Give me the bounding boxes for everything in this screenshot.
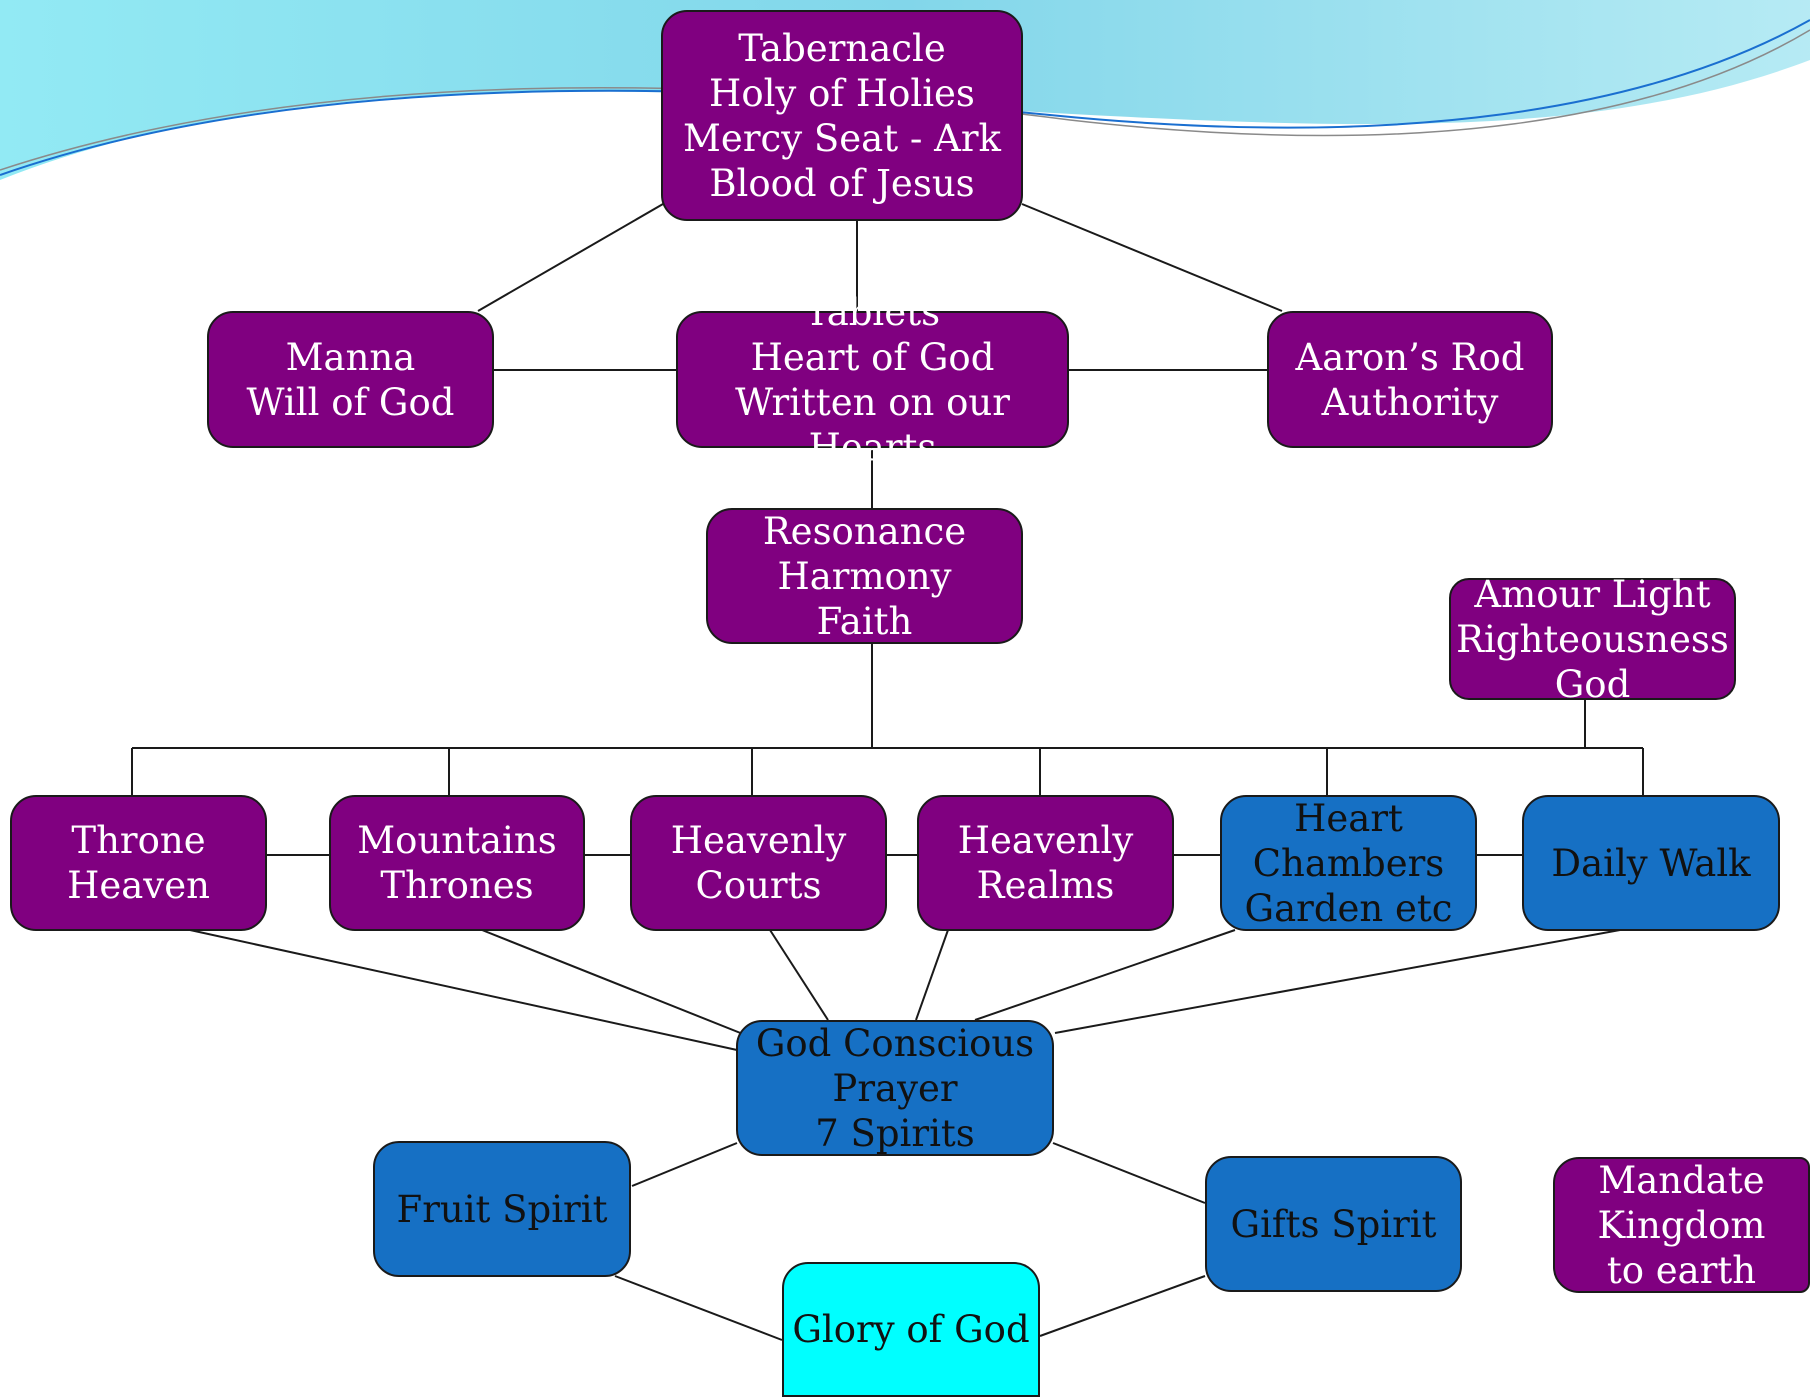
node-label: Heavenly Courts <box>670 819 847 907</box>
node-heavenly-realms: Heavenly Realms <box>917 795 1174 931</box>
node-gifts-spirit: Gifts Spirit <box>1205 1156 1462 1292</box>
connector <box>1021 203 1283 312</box>
node-throne-heaven: Throne Heaven <box>10 795 267 931</box>
node-glory-of-god: Glory of God <box>782 1262 1040 1397</box>
node-label: Throne Heaven <box>67 819 210 907</box>
node-daily-walk: Daily Walk <box>1522 795 1780 931</box>
connector <box>481 929 759 1041</box>
connector <box>631 1142 738 1187</box>
connector <box>614 1275 783 1341</box>
connector <box>477 203 664 312</box>
node-label: Glory of God <box>792 1308 1030 1351</box>
node-aarons-rod: Aaron’s Rod Authority <box>1267 311 1553 448</box>
node-resonance: Resonance Harmony Faith <box>706 508 1023 644</box>
node-label: Gifts Spirit <box>1230 1202 1437 1246</box>
node-tablets: Tablets Heart of God Written on our Hear… <box>676 291 1069 469</box>
connector <box>1039 1275 1206 1337</box>
node-heavenly-courts: Heavenly Courts <box>630 795 887 931</box>
node-label: God Conscious Prayer 7 Spirits <box>755 1021 1035 1155</box>
node-label: Resonance Harmony Faith <box>762 509 967 643</box>
node-label: Heart Chambers Garden etc <box>1244 796 1453 930</box>
node-label: Mountains Thrones <box>357 819 557 907</box>
node-manna: Manna Will of God <box>207 311 494 448</box>
node-fruit-spirit: Fruit Spirit <box>373 1141 631 1277</box>
connector <box>915 929 949 1021</box>
node-heart-chambers: Heart Chambers Garden etc <box>1220 795 1477 931</box>
node-tabernacle: Tabernacle Holy of Holies Mercy Seat - A… <box>661 10 1023 221</box>
node-amour-light: Amour Light Righteousness God <box>1449 573 1736 706</box>
node-label: Aaron’s Rod Authority <box>1295 335 1525 424</box>
connector <box>189 929 738 1051</box>
node-label: Mandate Kingdom to earth <box>1597 1158 1766 1292</box>
node-god-conscious: God Conscious Prayer 7 Spirits <box>736 1020 1054 1156</box>
node-label: Tabernacle Holy of Holies Mercy Seat - A… <box>683 26 1001 205</box>
connector <box>1052 1142 1206 1204</box>
node-label: Tablets Heart of God Written on our Hear… <box>735 290 1010 469</box>
node-label: Fruit Spirit <box>396 1187 608 1231</box>
node-label: Heavenly Realms <box>957 819 1134 907</box>
node-label: Daily Walk <box>1551 841 1751 885</box>
connector <box>769 929 829 1021</box>
node-mountains-thrones: Mountains Thrones <box>329 795 585 931</box>
node-mandate: Mandate Kingdom to earth <box>1553 1157 1810 1293</box>
node-label: Amour Light Righteousness God <box>1456 572 1729 706</box>
node-label: Manna Will of God <box>246 335 455 424</box>
connector <box>1054 929 1621 1034</box>
connector <box>974 929 1236 1021</box>
